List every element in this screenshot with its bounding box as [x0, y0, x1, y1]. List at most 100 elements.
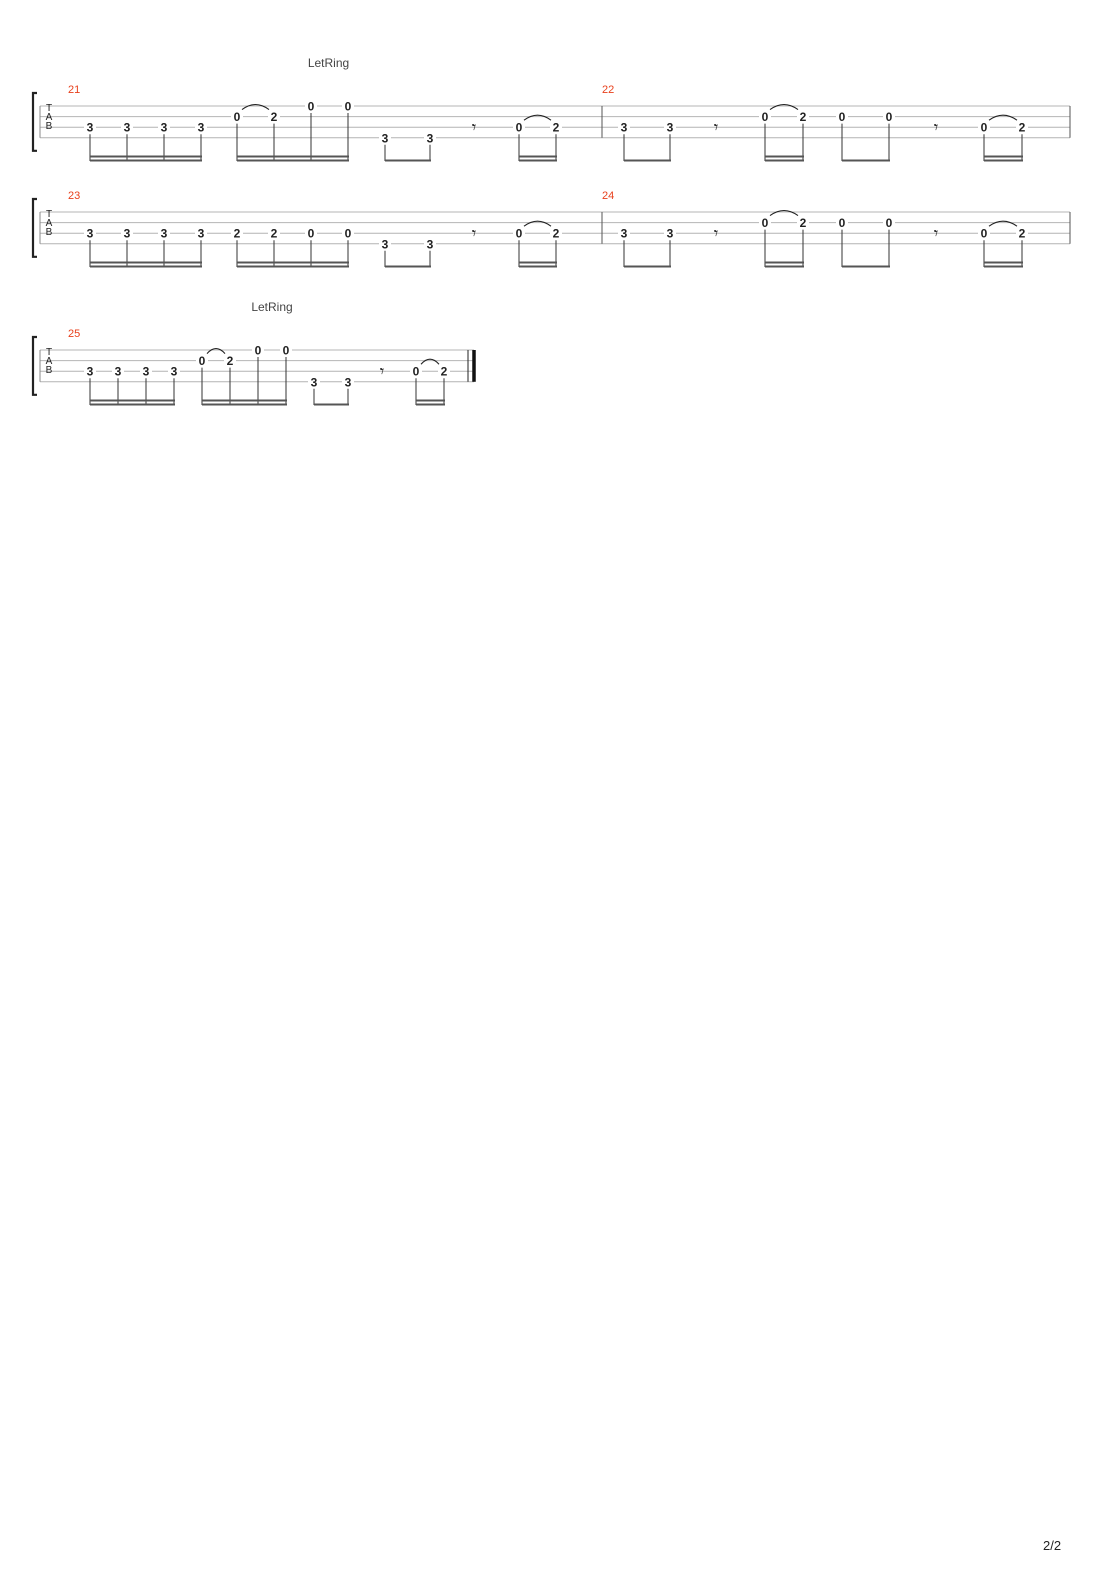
eighth-rest: 𝄾	[472, 224, 477, 244]
fret-number: 3	[161, 121, 168, 135]
fret-number: 2	[1019, 227, 1026, 241]
tie-arc	[769, 104, 799, 111]
fret-background	[84, 365, 96, 378]
fret-background	[379, 131, 391, 144]
fret-background	[759, 216, 771, 229]
beam	[519, 159, 557, 162]
fret-number: 0	[308, 100, 315, 114]
system-bracket	[31, 335, 37, 396]
let-ring-label: LetRing	[251, 300, 292, 314]
eighth-rest: 𝄾	[380, 362, 385, 382]
fret-number: 2	[271, 227, 278, 241]
tab-clef-letter: B	[46, 365, 53, 376]
fret-background	[84, 121, 96, 134]
fret-number: 2	[271, 110, 278, 124]
fret-number: 3	[124, 227, 131, 241]
beam	[90, 265, 202, 268]
tie-arc	[988, 220, 1018, 227]
fret-number: 3	[115, 365, 122, 379]
fret-background	[305, 100, 317, 112]
fret-background	[550, 121, 562, 134]
fret-background	[618, 227, 630, 240]
fret-number: 3	[667, 121, 674, 135]
measure-number: 21	[68, 84, 80, 96]
beam	[842, 265, 890, 268]
beam	[385, 159, 431, 162]
beam	[416, 403, 445, 406]
fret-number: 0	[413, 365, 420, 379]
fret-background	[252, 344, 264, 356]
beam	[984, 159, 1023, 162]
fret-background	[836, 216, 848, 229]
fret-background	[308, 375, 320, 388]
eighth-rest: 𝄾	[714, 224, 719, 244]
fret-number: 3	[87, 365, 94, 379]
fret-number: 3	[87, 227, 94, 241]
fret-background	[158, 227, 170, 240]
fret-number: 0	[839, 216, 846, 230]
beam	[90, 261, 202, 264]
beam	[519, 155, 557, 158]
tie-arc	[523, 220, 552, 227]
fret-background	[797, 110, 809, 123]
fret-background	[618, 121, 630, 134]
fret-number: 2	[553, 227, 560, 241]
fret-background	[759, 110, 771, 123]
fret-background	[231, 227, 243, 240]
fret-number: 3	[198, 227, 205, 241]
fret-background	[268, 227, 280, 240]
measure-number: 22	[602, 84, 614, 96]
fret-number: 3	[124, 121, 131, 135]
beam	[202, 399, 287, 402]
beam	[984, 261, 1023, 264]
eighth-rest: 𝄾	[714, 118, 719, 138]
eighth-rest: 𝄾	[472, 118, 477, 138]
beam	[519, 265, 557, 268]
tab-clef-letter: B	[46, 227, 53, 238]
fret-background	[883, 110, 895, 123]
fret-background	[112, 365, 124, 378]
beam	[416, 399, 445, 402]
system-bracket	[31, 197, 37, 258]
fret-number: 3	[161, 227, 168, 241]
beam	[237, 159, 349, 162]
fret-background	[168, 365, 180, 378]
fret-number: 0	[255, 344, 262, 358]
fret-number: 3	[198, 121, 205, 135]
tab-clef-letter: T	[46, 103, 52, 114]
fret-background	[513, 227, 525, 240]
tie-arc	[988, 114, 1018, 121]
beam	[90, 155, 202, 158]
beam	[765, 159, 804, 162]
beam	[519, 261, 557, 264]
beam	[237, 261, 349, 264]
fret-background	[342, 100, 354, 112]
beam	[765, 261, 804, 264]
fret-number: 2	[1019, 121, 1026, 135]
tab-clef-letter: A	[46, 356, 53, 367]
fret-number: 0	[886, 216, 893, 230]
beam	[90, 403, 175, 406]
beam	[90, 399, 175, 402]
fret-background	[305, 227, 317, 240]
eighth-rest: 𝄾	[934, 224, 939, 244]
fret-background	[231, 110, 243, 123]
tab-clef-letter: A	[46, 218, 53, 229]
fret-background	[410, 365, 422, 378]
fret-number: 0	[345, 227, 352, 241]
fret-background	[1016, 121, 1028, 134]
fret-background	[664, 121, 676, 134]
tab-clef-letter: B	[46, 121, 53, 132]
fret-number: 3	[311, 375, 318, 389]
fret-number: 3	[382, 237, 389, 251]
fret-background	[424, 237, 436, 250]
fret-number: 3	[621, 121, 628, 135]
page-number: 2/2	[1043, 1538, 1062, 1553]
fret-number: 2	[441, 365, 448, 379]
fret-background	[268, 110, 280, 123]
fret-background	[836, 110, 848, 123]
